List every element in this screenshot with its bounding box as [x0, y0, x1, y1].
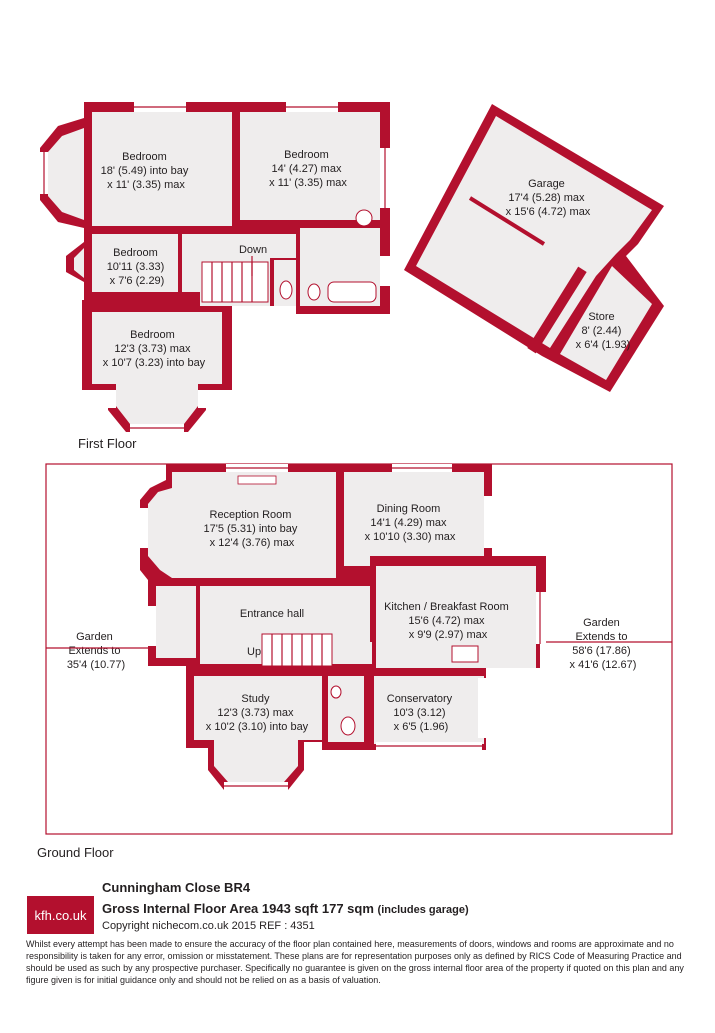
disclaimer: Whilst every attempt has been made to en…	[26, 939, 684, 985]
property-address: Cunningham Close BR4	[102, 880, 251, 895]
first-floor-stairs	[201, 256, 269, 303]
first-floor-windows	[40, 102, 390, 432]
room-label-reception: Reception Room 17'5 (5.31) into bay x 12…	[204, 509, 301, 549]
garage-block: Garage 17'4 (5.28) max x 15'6 (4.72) max…	[404, 104, 664, 392]
room-label-study: Study 12'3 (3.73) max x 10'2 (3.10) into…	[206, 693, 309, 733]
ground-floor-partitions	[172, 472, 486, 750]
floor-plan: Down Bedroom 18' (5.49) into bay x 11' (…	[37, 102, 673, 860]
room-label-garage: Garage 17'4 (5.28) max x 15'6 (4.72) max	[506, 178, 591, 218]
room-label-bed2: Bedroom 14' (4.27) max x 11' (3.35) max	[269, 149, 347, 189]
garden-left-label: Garden Extends to 35'4 (10.77)	[67, 631, 125, 671]
first-floor-plan: Down Bedroom 18' (5.49) into bay x 11' (…	[40, 102, 664, 451]
room-label-bed4: Bedroom 12'3 (3.73) max x 10'7 (3.23) in…	[103, 329, 206, 369]
copyright: Copyright nichecom.co.uk 2015 REF : 4351	[102, 920, 315, 932]
ground-floor-label: Ground Floor	[37, 845, 114, 860]
floor-area: Gross Internal Floor Area 1943 sqft 177 …	[102, 901, 469, 916]
first-floor-fixtures	[279, 209, 377, 303]
ground-floor-plan: Up Reception Room 17'5 (5.31) into bay x…	[37, 463, 673, 860]
floor-area-main: Gross Internal Floor Area 1943 sqft 177 …	[102, 901, 374, 916]
room-label-bed1: Bedroom 18' (5.49) into bay x 11' (3.35)…	[101, 151, 192, 191]
ground-floor-fixtures	[237, 475, 479, 736]
room-label-kitchen: Kitchen / Breakfast Room 15'6 (4.72) max…	[384, 601, 512, 641]
ground-floor-windows	[140, 464, 544, 790]
room-label-hall: Entrance hall	[240, 608, 304, 620]
ground-floor-stair-label: Up	[247, 646, 261, 658]
ground-floor-stairs	[261, 633, 333, 667]
room-label-dining: Dining Room 14'1 (4.29) max x 10'10 (3.3…	[365, 503, 456, 543]
agent-logo: kfh.co.uk	[27, 896, 94, 934]
room-label-bed3: Bedroom 10'11 (3.33) x 7'6 (2.29)	[107, 247, 168, 287]
first-floor-partitions	[84, 112, 390, 306]
first-floor-label: First Floor	[78, 436, 137, 451]
svg-text:Down: Down	[239, 244, 267, 256]
room-label-conservatory: Conservatory 10'3 (3.12) x 6'5 (1.96)	[387, 693, 455, 733]
garden-right-label: Garden Extends to 58'6 (17.86) x 41'6 (1…	[570, 617, 637, 671]
floor-area-note: (includes garage)	[377, 904, 469, 916]
room-label-store: Store 8' (2.44) x 6'4 (1.93)	[576, 311, 631, 351]
first-floor-stair-label: Down	[239, 244, 267, 256]
